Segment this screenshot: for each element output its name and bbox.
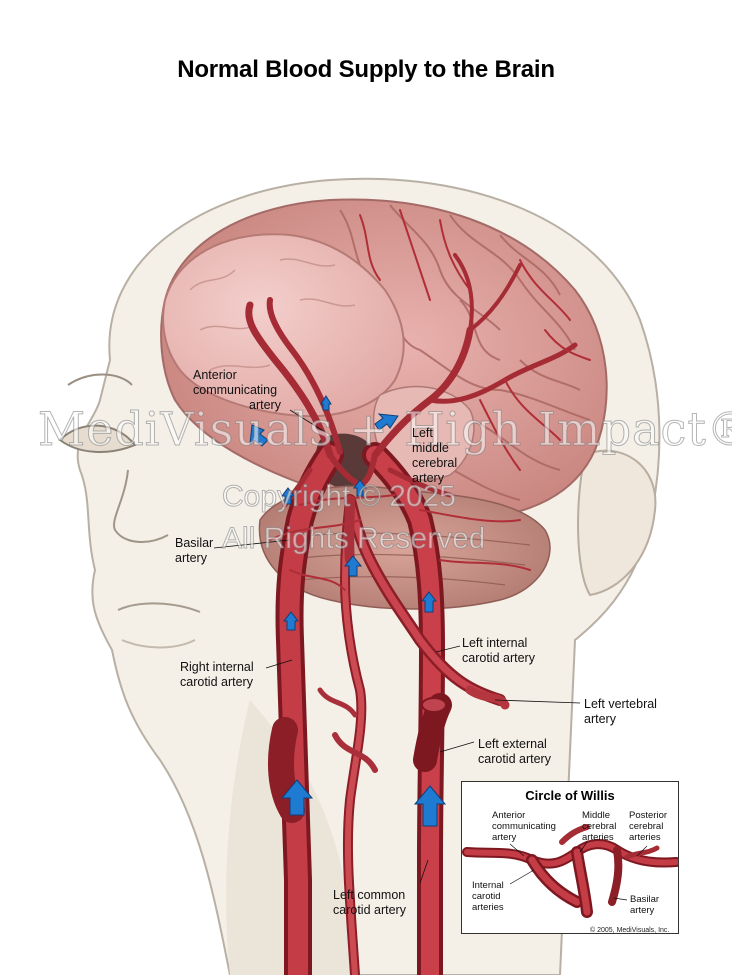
label-left-vertebral-artery: Left vertebral artery <box>584 697 657 726</box>
inset-label-middle-cerebral: Middle cerebral arteries <box>582 810 617 843</box>
page-title: Normal Blood Supply to the Brain <box>177 56 555 83</box>
label-anterior-communicating-artery: Anterior communicating artery <box>193 368 281 412</box>
label-left-external-carotid-artery: Left external carotid artery <box>478 737 551 766</box>
nose <box>113 469 169 543</box>
arrow-icon <box>281 487 295 505</box>
arrow-icon <box>353 479 367 497</box>
arrow-icon <box>413 785 447 827</box>
cerebellum <box>258 485 551 610</box>
eye <box>58 424 137 453</box>
left-external-carotid-artery <box>413 693 452 772</box>
brain-gyri <box>339 204 591 501</box>
label-left-middle-cerebral-artery: Left middle cerebral artery <box>412 426 458 485</box>
watermark-brand: MediVisuals + High Impact® <box>38 402 732 457</box>
arrow-icon <box>282 611 300 631</box>
label-left-internal-carotid-artery: Left internal carotid artery <box>462 636 535 665</box>
watermark-copyright: Copyright © 2025 <box>222 480 457 514</box>
leader-lines <box>213 409 581 884</box>
inset-title: Circle of Willis <box>525 788 615 803</box>
copyright-notice: © 2005, MediVisuals, Inc. <box>590 927 670 934</box>
basilar-artery <box>344 495 355 565</box>
label-left-common-carotid-artery: Left common carotid artery <box>333 888 406 917</box>
arrow-icon <box>320 395 332 411</box>
ear <box>577 449 657 597</box>
label-right-internal-carotid-artery: Right internal carotid artery <box>180 660 254 689</box>
mouth <box>117 602 201 613</box>
inset-label-basilar: Basilar artery <box>630 894 660 916</box>
inset-label-posterior-cerebral: Posterior cerebral arteries <box>629 810 668 843</box>
cortex-section <box>162 233 405 418</box>
inset-label-anterior-communicating: Anterior communicating artery <box>492 810 556 843</box>
arrow-icon <box>249 424 269 447</box>
arrow-icon <box>280 779 314 816</box>
label-basilar-artery: Basilar artery <box>175 536 214 565</box>
circle-of-willis-illustration <box>462 824 678 918</box>
flow-arrows <box>249 395 447 827</box>
arrow-icon <box>420 591 438 613</box>
arrow-icon <box>374 413 399 431</box>
arrow-icon <box>343 555 363 577</box>
inset-label-internal-carotid: Internal carotid arteries <box>472 880 504 913</box>
circle-of-willis-inset: Circle of Willis Anterior communicating … <box>461 781 679 934</box>
watermark-rights: All Rights Reserved <box>221 522 486 556</box>
